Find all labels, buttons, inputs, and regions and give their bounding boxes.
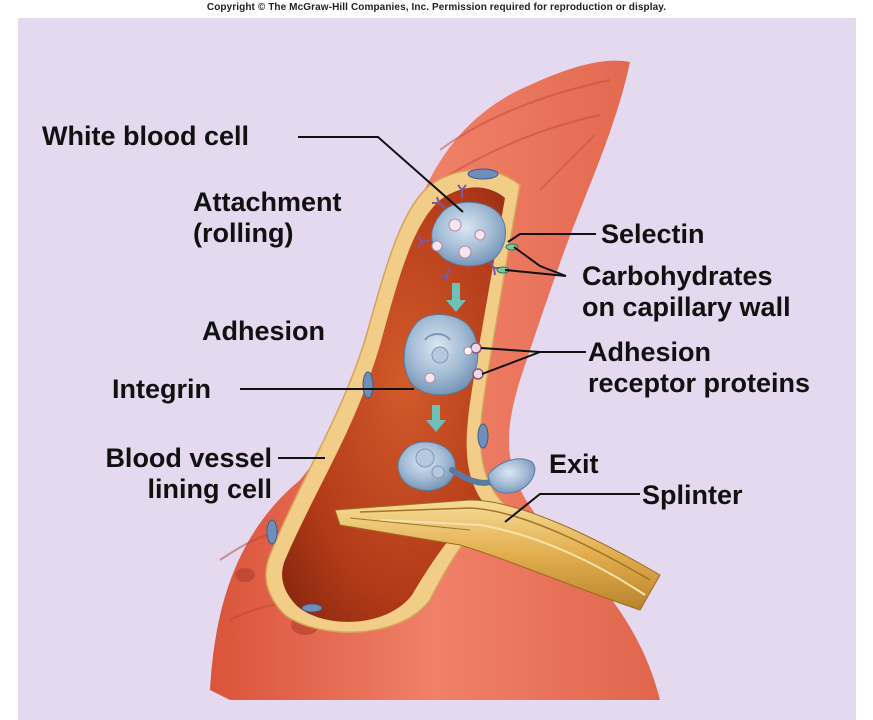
lining-nucleus — [267, 520, 277, 544]
receptor-protein — [473, 369, 483, 379]
label-attachment-rolling: Attachment (rolling) — [193, 187, 342, 249]
label-adhesion: Adhesion — [202, 316, 325, 347]
label-adhesion-receptor-proteins: Adhesion receptor proteins — [588, 337, 810, 399]
integrin-marker — [464, 347, 472, 355]
label-white-blood-cell: White blood cell — [42, 121, 249, 152]
label-exit: Exit — [549, 449, 599, 480]
lining-nucleus — [478, 424, 488, 448]
label-integrin: Integrin — [112, 374, 211, 405]
label-blood-vessel-lining-cell: Blood vessel lining cell — [67, 443, 272, 505]
label-carbohydrates: Carbohydrates on capillary wall — [582, 261, 791, 323]
lining-nucleus — [468, 169, 498, 179]
label-selectin: Selectin — [601, 219, 705, 250]
receptor-protein — [471, 343, 481, 353]
label-splinter: Splinter — [642, 480, 743, 511]
lining-nucleus — [363, 372, 373, 398]
lining-nucleus — [302, 604, 322, 612]
